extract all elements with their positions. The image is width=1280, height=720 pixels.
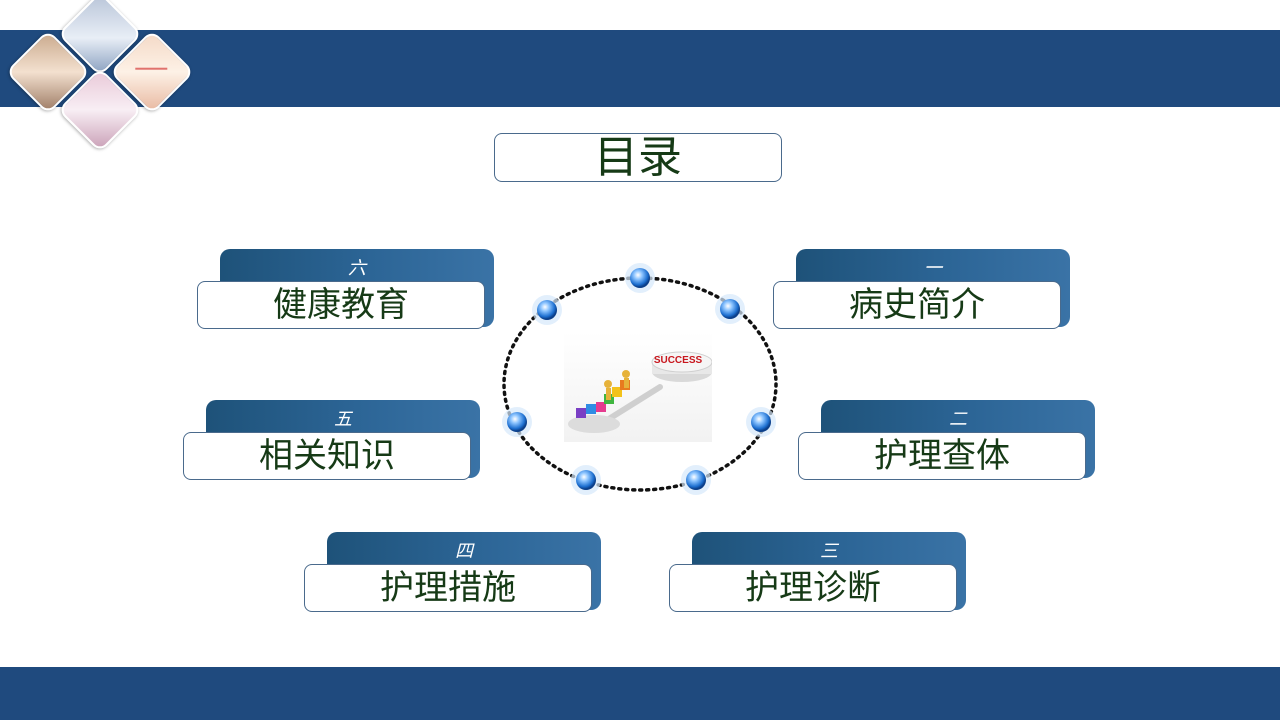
item-number: 二 [949, 409, 967, 430]
item-label: 健康教育 [197, 281, 485, 329]
page-title: 目录 [494, 133, 782, 182]
item-number: 四 [455, 541, 473, 562]
item-number: 三 [820, 541, 838, 562]
success-image: SUCCESS [564, 332, 713, 442]
header-band [0, 30, 1280, 107]
item-label: 护理查体 [798, 432, 1086, 480]
success-label: SUCCESS [654, 355, 703, 366]
success-ring-diagram [502, 263, 778, 495]
item-number: 五 [334, 409, 352, 430]
ring-nodes [502, 263, 776, 495]
item-label: 病史简介 [773, 281, 1061, 329]
footer-band [0, 667, 1280, 720]
item-label: 相关知识 [183, 432, 471, 480]
item-number: 六 [348, 258, 366, 279]
item-label: 护理措施 [304, 564, 592, 612]
item-number: 一 [924, 258, 942, 279]
item-label: 护理诊断 [669, 564, 957, 612]
